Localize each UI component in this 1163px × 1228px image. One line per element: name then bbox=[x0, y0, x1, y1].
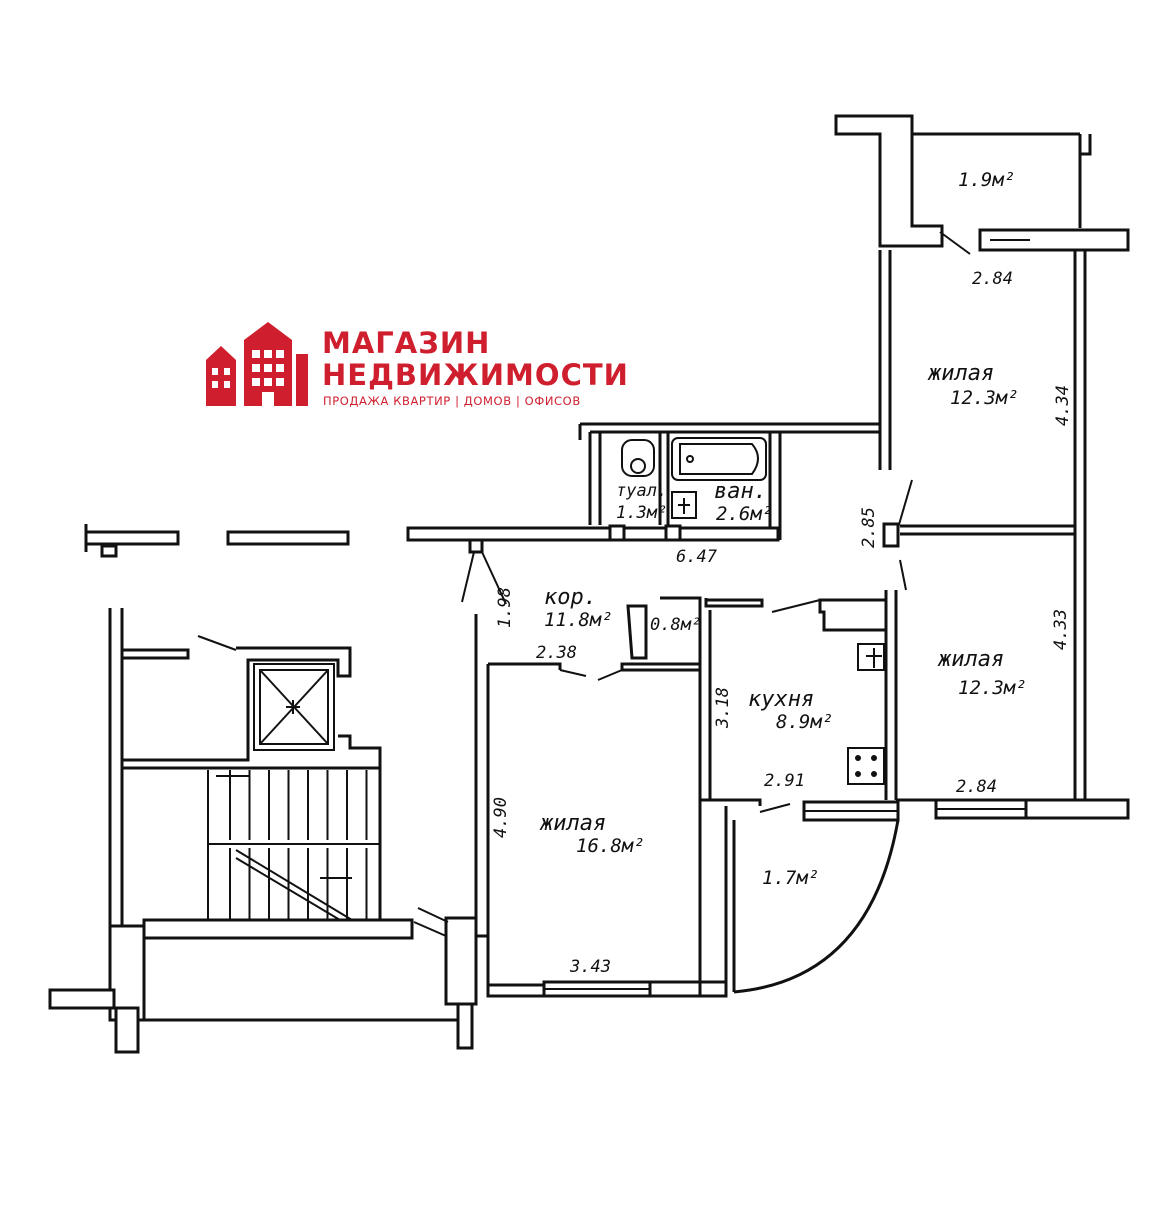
living-area: 16.8м² bbox=[576, 835, 645, 857]
dim-2-85: 2.85 bbox=[859, 507, 879, 548]
building-house-icon bbox=[206, 322, 308, 406]
dim-1-98: 1.98 bbox=[495, 587, 515, 628]
logo-line-2: НЕДВИЖИМОСТИ bbox=[322, 358, 629, 392]
right-bedrooms-walls bbox=[878, 250, 1087, 800]
toilet-area: 1.3м² bbox=[616, 503, 667, 523]
dim-2-84-bottom: 2.84 bbox=[956, 777, 997, 797]
kitchen-walls bbox=[700, 598, 1130, 822]
bedroom-top-area: 12.3м² bbox=[950, 387, 1019, 409]
dim-3-43: 3.43 bbox=[569, 957, 611, 977]
toilet-name: туал. bbox=[616, 481, 667, 501]
logo: МАГАЗИН НЕДВИЖИМОСТИ ПРОДАЖА КВАРТИР | Д… bbox=[200, 322, 630, 412]
corridor-name: кор. bbox=[544, 585, 597, 610]
dim-6-47: 6.47 bbox=[676, 547, 718, 567]
living-name: жилая bbox=[539, 811, 606, 836]
balcony-top bbox=[834, 114, 1130, 255]
bedroom-mid-area: 12.3м² bbox=[958, 677, 1027, 699]
balcony-bottom bbox=[698, 806, 900, 998]
dim-2-38: 2.38 bbox=[536, 643, 577, 663]
closet-area: 0.8м² bbox=[650, 615, 701, 635]
dim-4-33: 4.33 bbox=[1051, 609, 1071, 650]
balcony-bottom-area: 1.7м² bbox=[762, 867, 819, 889]
dim-3-18: 3.18 bbox=[713, 687, 733, 729]
bedroom-top-name: жилая bbox=[927, 361, 994, 386]
bathroom-block bbox=[578, 422, 882, 540]
bedroom-mid-name: жилая bbox=[937, 647, 1004, 672]
kitchen-name: кухня bbox=[748, 687, 814, 712]
logo-line-1: МАГАЗИН bbox=[322, 326, 491, 360]
dim-4-34: 4.34 bbox=[1053, 385, 1073, 426]
bath-area: 2.6м² bbox=[716, 503, 773, 525]
dim-4-90: 4.90 bbox=[491, 797, 511, 838]
corridor-area: 11.8м² bbox=[544, 609, 613, 631]
logo-tagline: ПРОДАЖА КВАРТИР | ДОМОВ | ОФИСОВ bbox=[323, 394, 581, 408]
dim-2-84-top: 2.84 bbox=[972, 269, 1013, 289]
dim-2-91: 2.91 bbox=[764, 771, 805, 791]
stairwell bbox=[48, 608, 478, 1054]
bath-name: ван. bbox=[714, 479, 767, 504]
balcony-top-area: 1.9м² bbox=[958, 169, 1015, 191]
kitchen-area: 8.9м² bbox=[776, 711, 833, 733]
corridor-walls bbox=[84, 524, 780, 605]
